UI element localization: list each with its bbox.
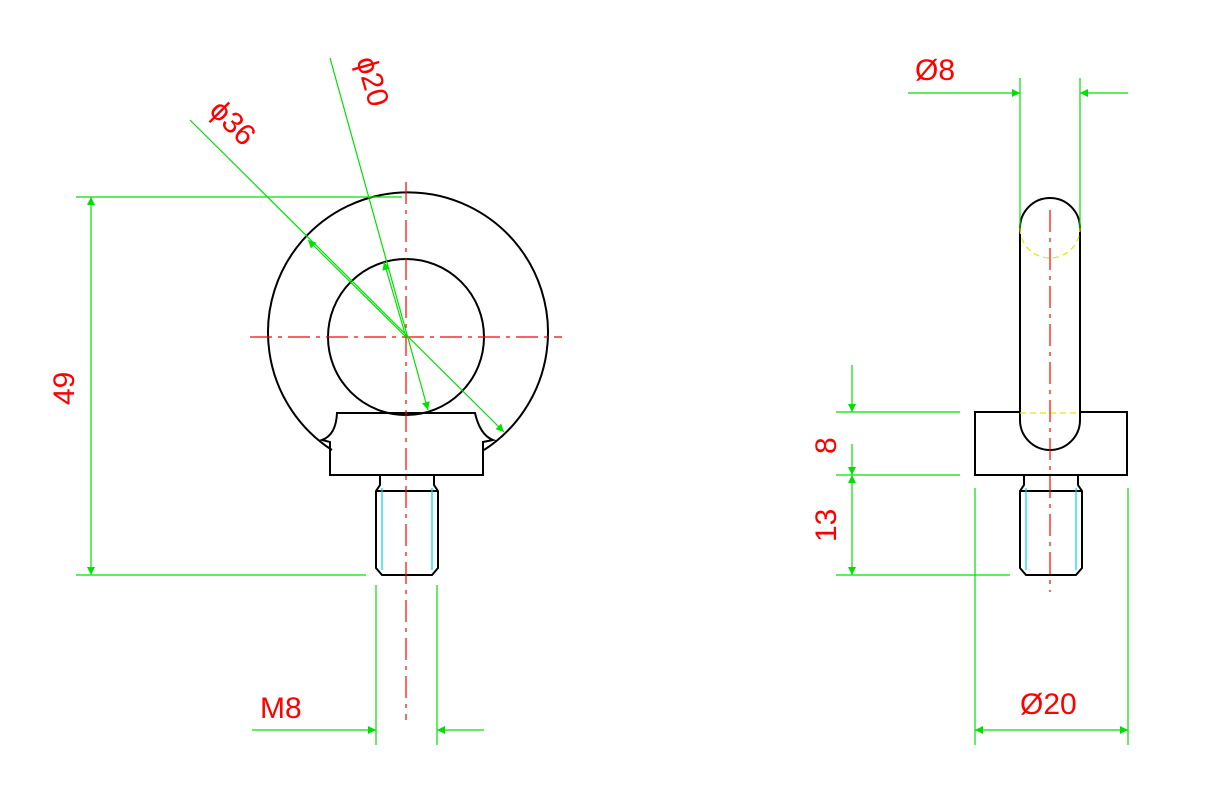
collar <box>318 412 497 476</box>
inner-dia-leader <box>329 57 430 411</box>
collar-dia-label: Ø20 <box>1020 688 1077 721</box>
shank-length-label: 13 <box>810 509 843 542</box>
outer-dia-arrow-upper <box>307 239 407 338</box>
inner-dia-label: ϕ20 <box>349 53 395 110</box>
side-view: Ø8 8 13 Ø20 <box>810 54 1129 745</box>
ring-hidden-arc <box>1019 227 1081 259</box>
inner-dia-arrow-upper <box>382 261 407 338</box>
collar-height-label: 8 <box>810 437 843 454</box>
eye-outer-ring <box>267 191 549 451</box>
front-view: ϕ36 ϕ20 49 M8 <box>48 53 562 745</box>
side-threaded-shank <box>1019 475 1083 576</box>
outer-dia-label: ϕ36 <box>203 94 262 153</box>
thread-label: M8 <box>260 692 302 725</box>
side-collar <box>974 411 1128 476</box>
ring-profile <box>1019 197 1081 413</box>
ring-dia-label: Ø8 <box>915 54 955 87</box>
height-label: 49 <box>48 372 81 405</box>
threaded-shank <box>375 475 439 576</box>
outer-dia-leader <box>189 119 505 433</box>
